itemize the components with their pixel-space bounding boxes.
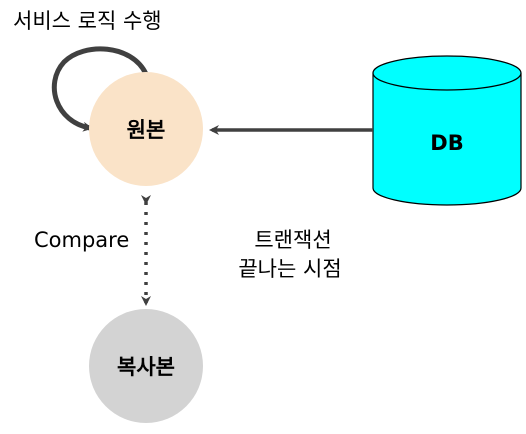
copy-label: 복사본 xyxy=(117,355,175,379)
db-cylinder-body xyxy=(372,73,522,206)
transaction-label-line1: 트랜잭션 xyxy=(254,228,331,252)
original-circle xyxy=(89,72,203,186)
copy-node: 복사본 xyxy=(89,309,203,423)
self-loop-arrow xyxy=(51,46,149,132)
loop-label: 서비스 로직 수행 xyxy=(13,9,162,33)
db-node: DB xyxy=(372,55,522,206)
db-cylinder-top xyxy=(372,55,522,91)
transaction-label-line2: 끝나는 시점 xyxy=(238,257,341,281)
copy-circle xyxy=(89,309,203,423)
db-label: DB xyxy=(430,131,463,155)
original-node: 원본 xyxy=(89,72,203,186)
compare-label: Compare xyxy=(34,228,129,252)
original-label: 원본 xyxy=(127,118,166,142)
